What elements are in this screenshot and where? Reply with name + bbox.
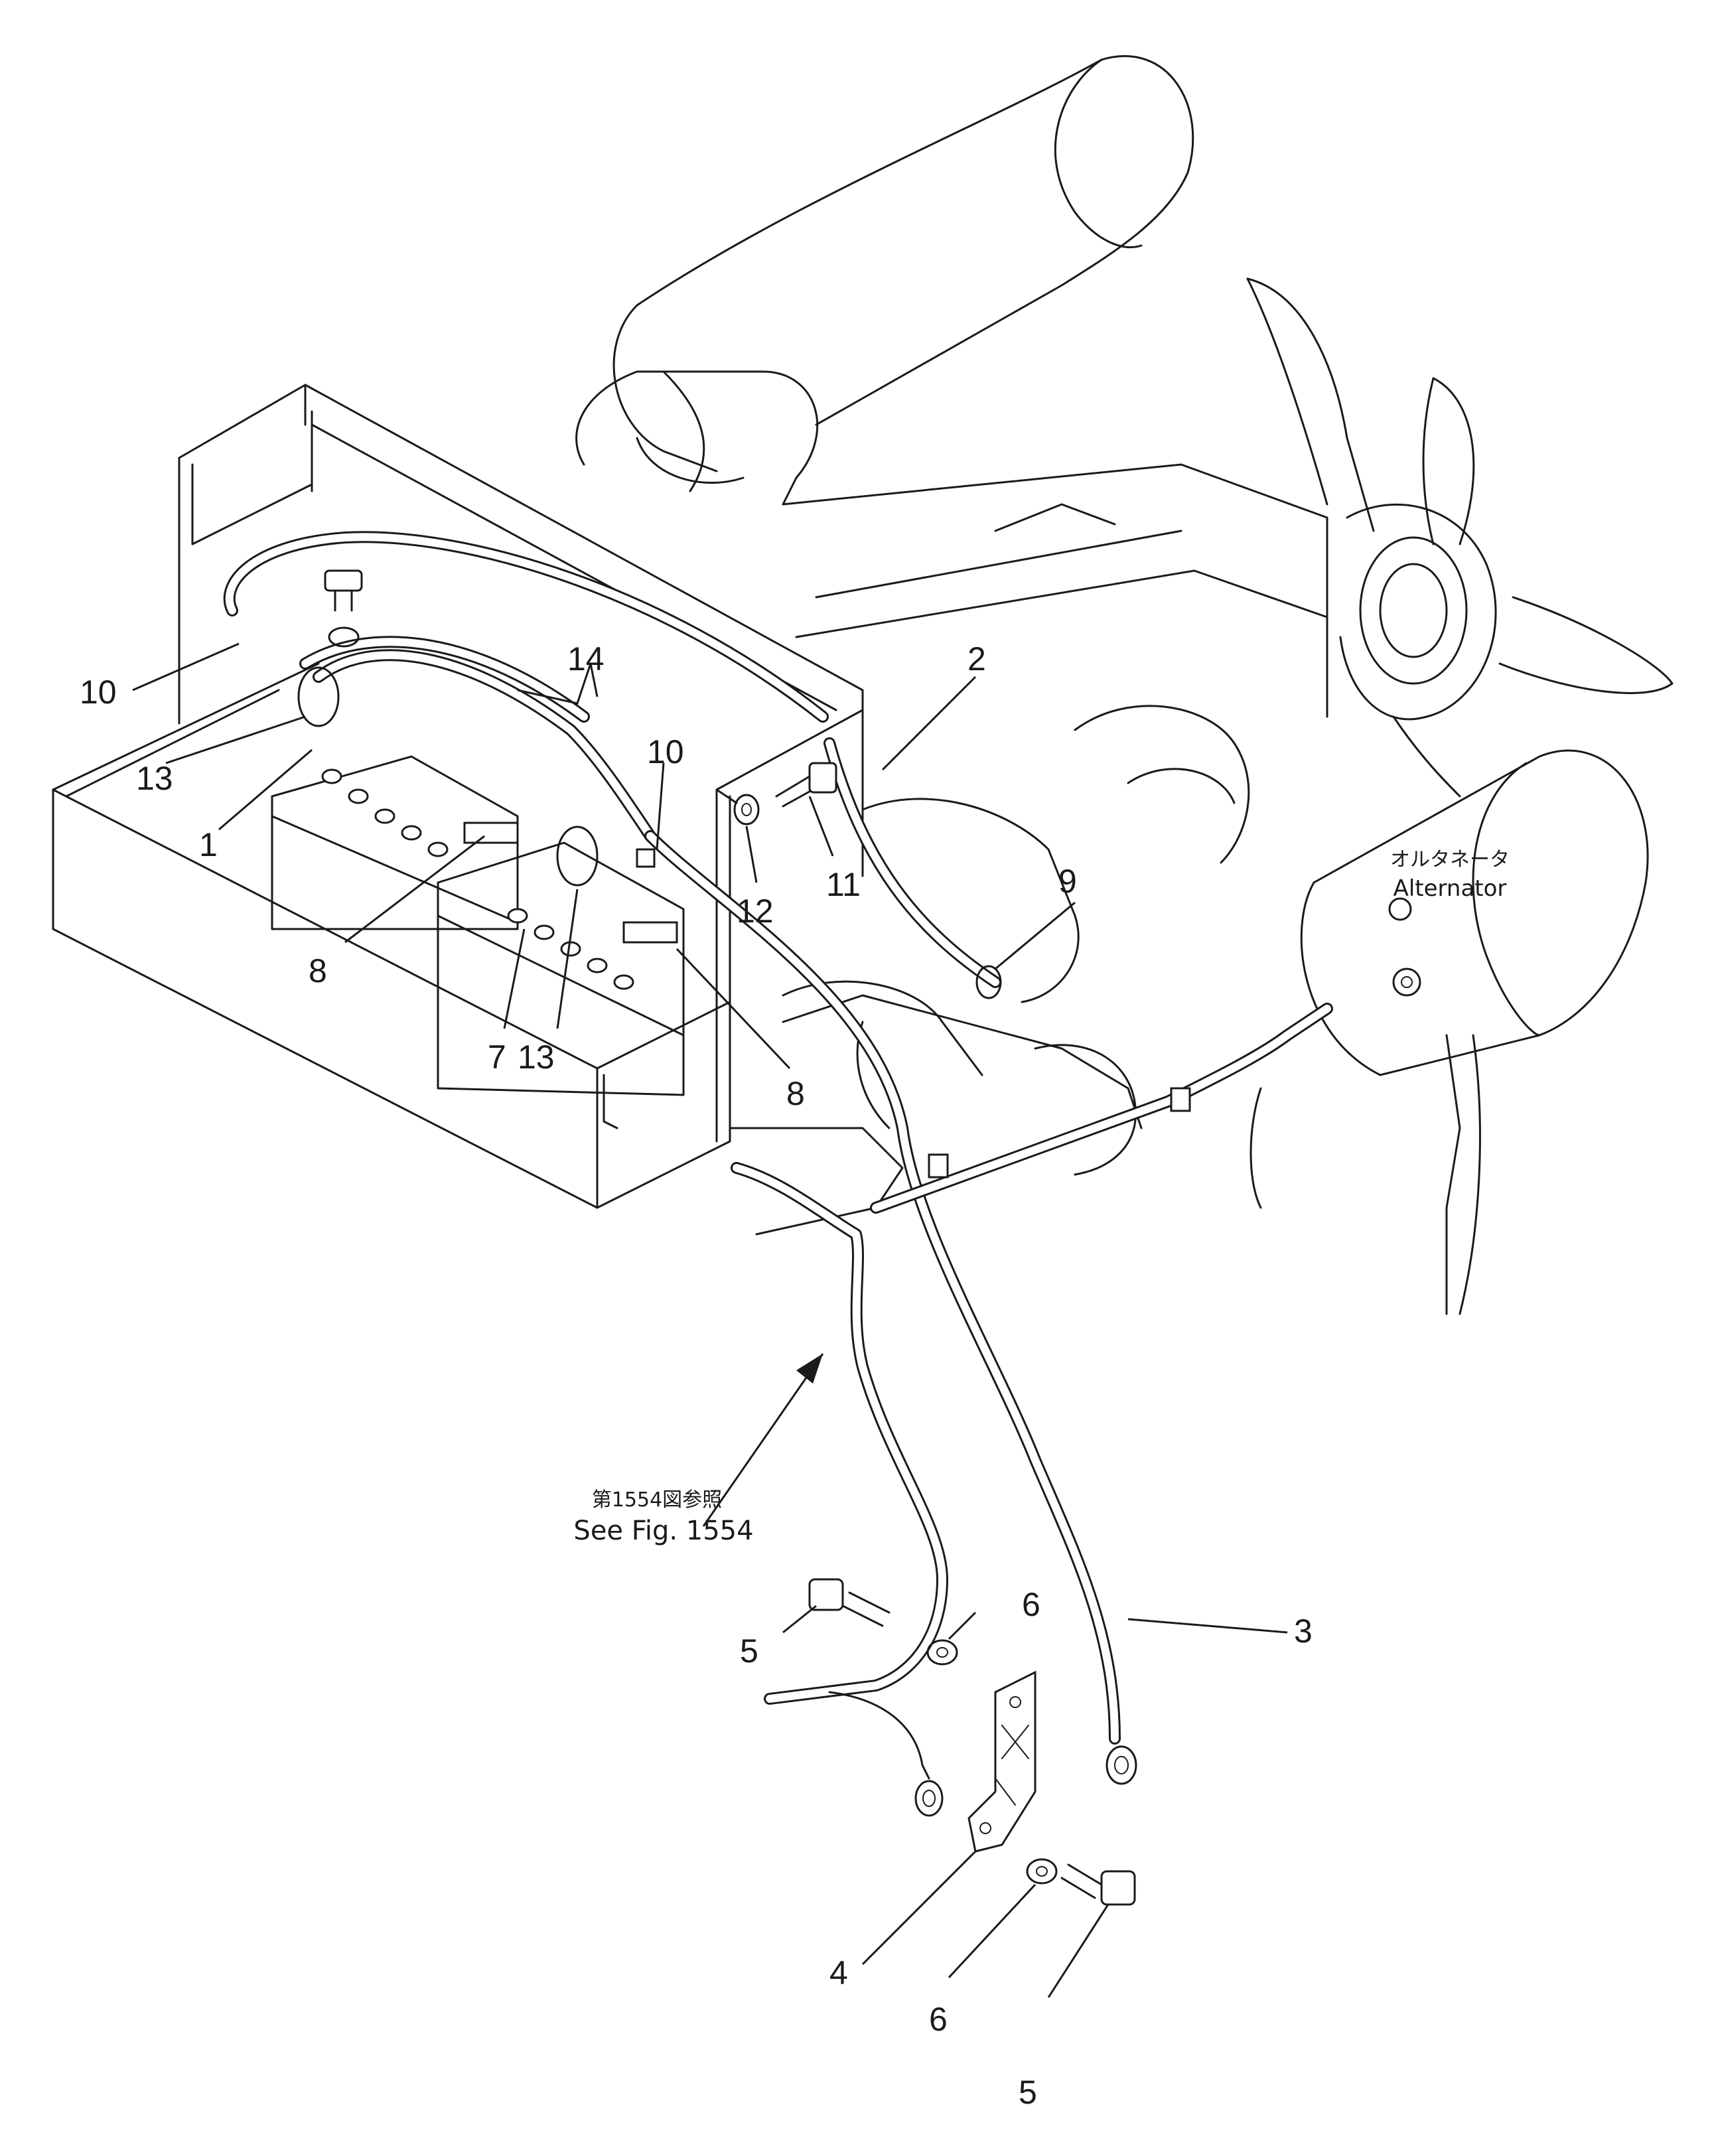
battery-box: [52, 384, 864, 1209]
battery-caps: [321, 768, 634, 990]
alternator-label-en: Alternator: [1393, 875, 1507, 902]
callout-10-right: 10: [647, 733, 684, 770]
callout-1: 1: [199, 826, 218, 863]
callout-labels: 1 2 3 4 5 5 6 6 7 8 8 9 10 10 11 12 13 1…: [80, 640, 1313, 2111]
callout-6-upper: 6: [1022, 1586, 1040, 1623]
alternator-label: オルタネータ Alternator: [1390, 848, 1510, 902]
cables: [223, 531, 1333, 1817]
reference-label-en: See Fig. 1554: [573, 1516, 753, 1546]
callout-9: 9: [1058, 863, 1077, 900]
callout-14: 14: [567, 640, 605, 678]
reference-label-jp: 第1554図参照: [592, 1488, 722, 1512]
callout-8-left: 8: [309, 952, 327, 989]
callout-5-lower: 5: [1019, 2074, 1037, 2111]
callout-11: 11: [826, 866, 861, 903]
leader-lines: [132, 642, 1288, 1998]
reference-note: 第1554図参照 See Fig. 1554: [573, 1488, 753, 1546]
callout-4: 4: [829, 1954, 848, 1991]
callout-3: 3: [1294, 1613, 1313, 1650]
engine-illustration: [575, 55, 1674, 1315]
callout-6-lower: 6: [929, 2001, 948, 2038]
callout-13-right: 13: [518, 1039, 555, 1076]
alternator-label-jp: オルタネータ: [1390, 848, 1510, 871]
callout-8-right: 8: [786, 1075, 805, 1112]
callout-5-upper: 5: [740, 1632, 758, 1670]
callout-2: 2: [967, 640, 986, 678]
hardware-parts: [297, 569, 1136, 1906]
callout-10-left: 10: [80, 674, 117, 711]
callout-7: 7: [488, 1039, 506, 1076]
callout-13-left: 13: [136, 760, 173, 797]
callout-12: 12: [737, 893, 774, 930]
